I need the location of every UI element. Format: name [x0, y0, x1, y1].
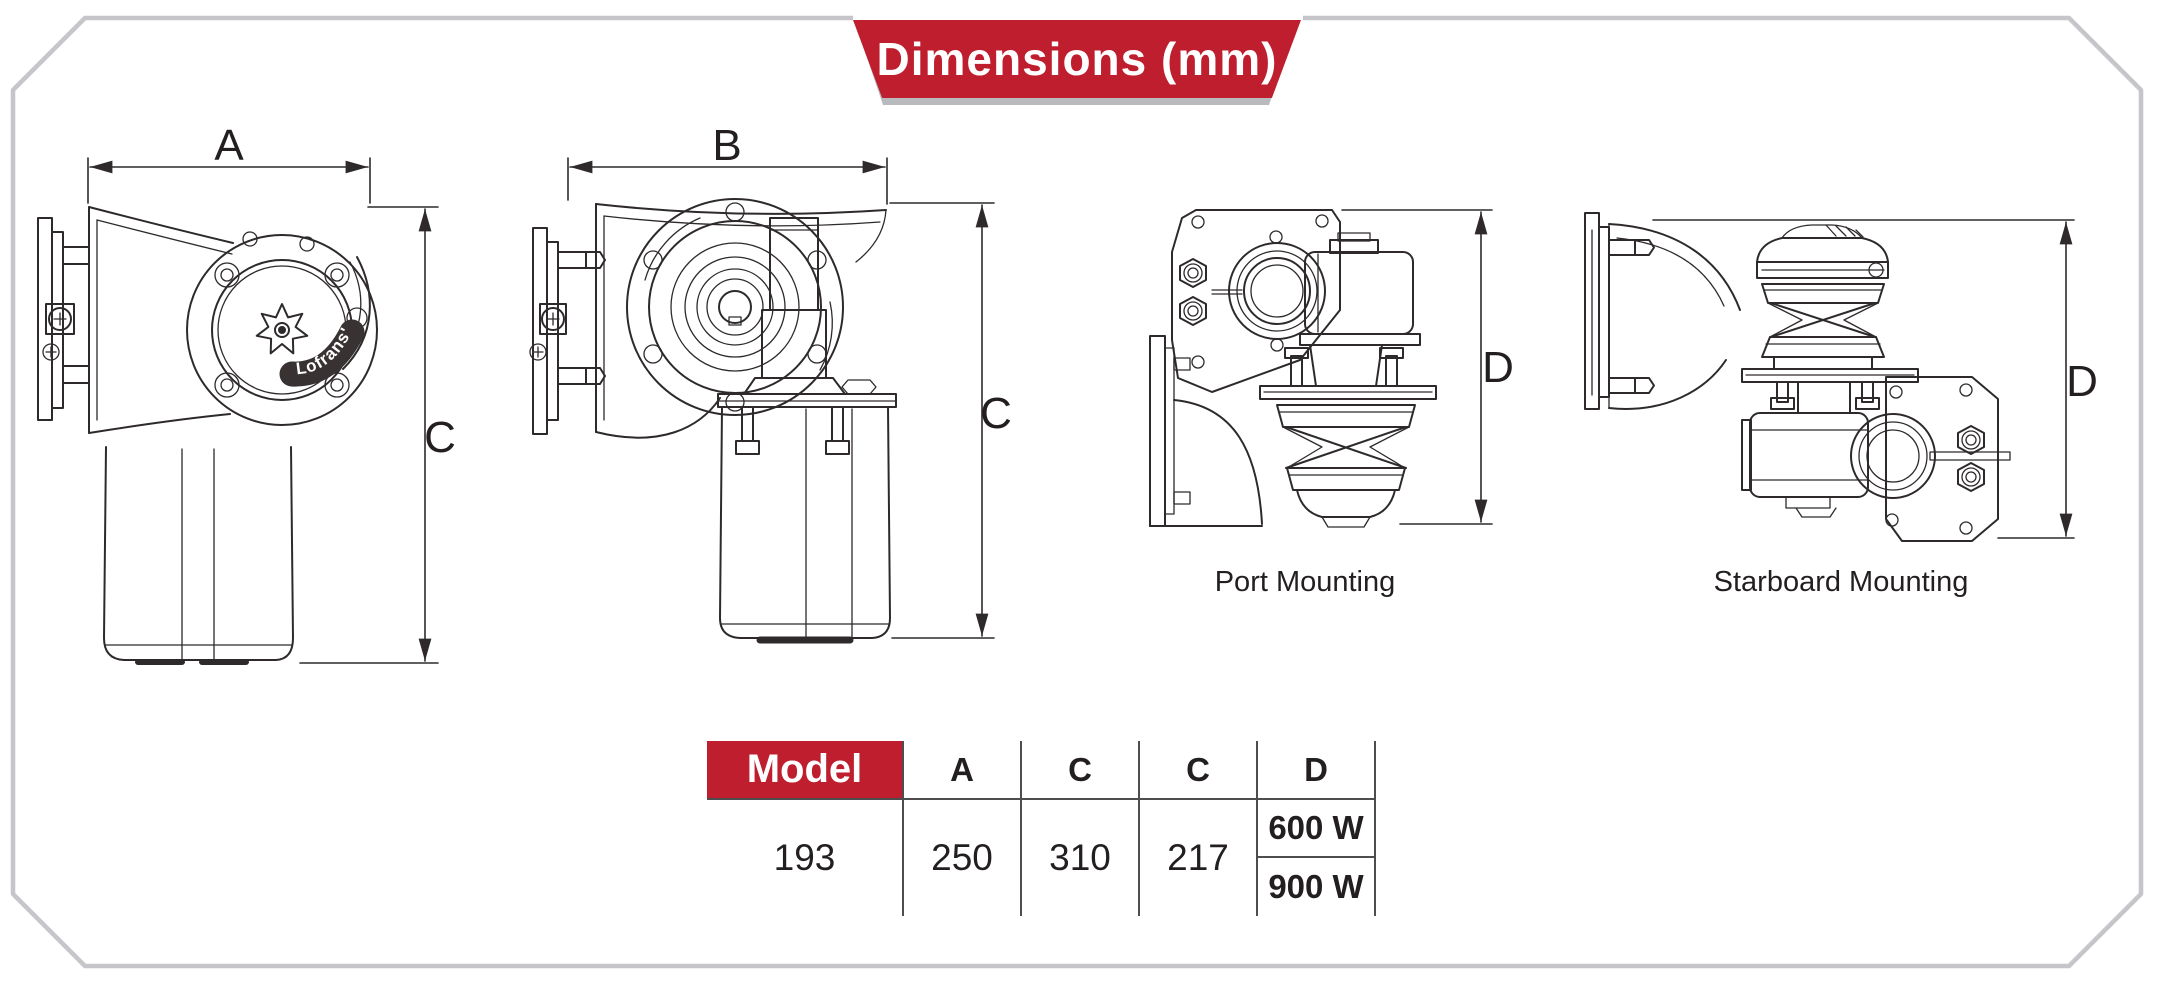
terminal-nuts-starboard: [1957, 425, 1985, 492]
motor-body: [103, 446, 294, 665]
gearbox-housing-side: [595, 203, 887, 439]
port-bracket: [1149, 335, 1263, 527]
dim-label-d-port: D: [1482, 343, 1514, 392]
table-value-c1: 250: [904, 800, 1022, 916]
mounting-bracket: [37, 217, 90, 421]
table-value-a: 193: [707, 800, 904, 916]
horn-starboard: [1608, 223, 1741, 410]
clutch-star: [255, 303, 309, 355]
motor-starboard: [1741, 376, 2011, 542]
table-value-d: 217: [1140, 800, 1258, 916]
terminal-nuts: [1179, 258, 1207, 326]
table-value-c2: 310: [1022, 800, 1140, 916]
starboard-mounting-caption: Starboard Mounting: [1713, 566, 1969, 598]
dimension-d-port: D: [1341, 209, 1514, 525]
drawing-port-mounting: D: [1149, 209, 1514, 528]
dim-label-c-front: C: [424, 413, 456, 462]
table-header-model: Model: [707, 741, 904, 800]
clutch-flange: [626, 198, 844, 416]
gypsy-lugs: [214, 262, 350, 398]
title-banner: Dimensions (mm): [853, 20, 1301, 98]
brand-badge: [279, 319, 365, 387]
table-header-c1: C: [1022, 741, 1140, 800]
drawing-starboard-mounting: D: [1584, 212, 2098, 542]
drawing-front-view: Lofrans' A C: [37, 121, 456, 665]
chainwheel-assembly: [1259, 385, 1437, 528]
table-row-600w: 600 W: [1258, 800, 1376, 858]
dimension-d-starboard: D: [1652, 219, 2098, 539]
capstan-assembly: [1741, 224, 1919, 414]
dimensions-table: Model A C C D 600 W 193 250 310 217 900 …: [707, 741, 1376, 916]
table-header-a: A: [904, 741, 1022, 800]
drawing-side-view: B C: [529, 121, 1012, 644]
gearbox-housing: Lofrans': [88, 206, 378, 434]
dim-label-b: B: [712, 121, 741, 170]
port-mounting-caption: Port Mounting: [1214, 566, 1396, 598]
page-title: Dimensions (mm): [876, 33, 1278, 85]
dimension-c-front: C: [299, 206, 456, 664]
dim-label-a: A: [214, 121, 244, 170]
table-header-d: D: [1258, 741, 1376, 800]
dim-label-d-starboard: D: [2066, 357, 2098, 406]
mounting-bracket-side: [529, 227, 606, 435]
page-frame: [10, 15, 2144, 969]
gear-housing: [1284, 232, 1421, 387]
table-header-c2: C: [1140, 741, 1258, 800]
gear-plate: [1171, 209, 1341, 393]
dimension-a: A: [87, 121, 371, 204]
dimension-b: B: [567, 121, 888, 205]
dim-label-c-side: C: [980, 389, 1012, 438]
dimension-c-side: C: [889, 202, 1012, 639]
table-row-900w: 900 W: [1258, 858, 1376, 916]
base-plate-and-motor: [717, 379, 897, 644]
